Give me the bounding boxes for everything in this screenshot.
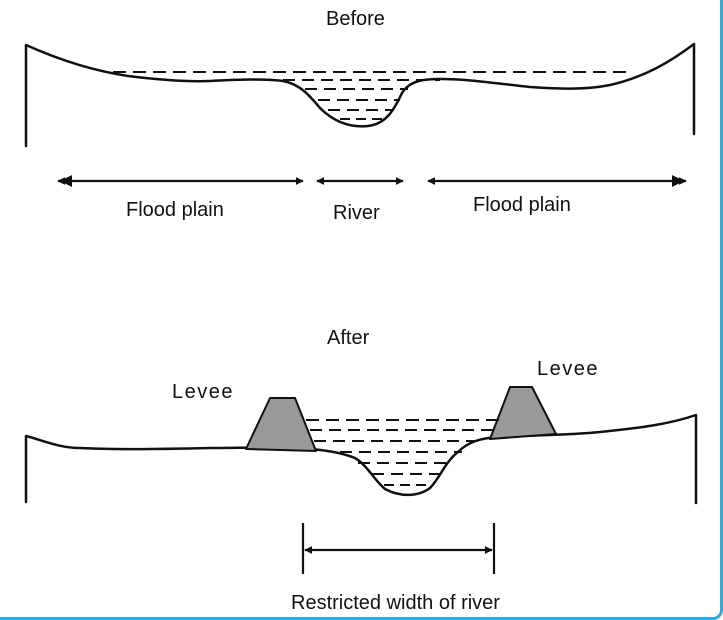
flood-plain-right-arrowhead-extra: [672, 175, 684, 187]
after-diagram: [24, 386, 698, 574]
flood-plain-right-label: Flood plain: [473, 194, 571, 216]
flood-plain-left-label: Flood plain: [126, 199, 224, 221]
before-ground-profile: [24, 42, 696, 148]
levee-right-shape: [489, 386, 557, 440]
flood-plain-left-arrowhead-extra: [60, 175, 72, 187]
before-diagram: [24, 42, 696, 187]
after-title: After: [327, 327, 370, 349]
restricted-width-label: Restricted width of river: [291, 592, 500, 614]
levee-left-shape: [245, 397, 317, 452]
after-water: [306, 419, 500, 486]
before-title: Before: [326, 8, 385, 30]
levee-left-label: Levee: [172, 381, 234, 403]
river-label: River: [333, 202, 380, 224]
after-ground-profile: [24, 413, 698, 505]
levee-right-label: Levee: [537, 358, 599, 380]
before-water: [113, 71, 633, 120]
